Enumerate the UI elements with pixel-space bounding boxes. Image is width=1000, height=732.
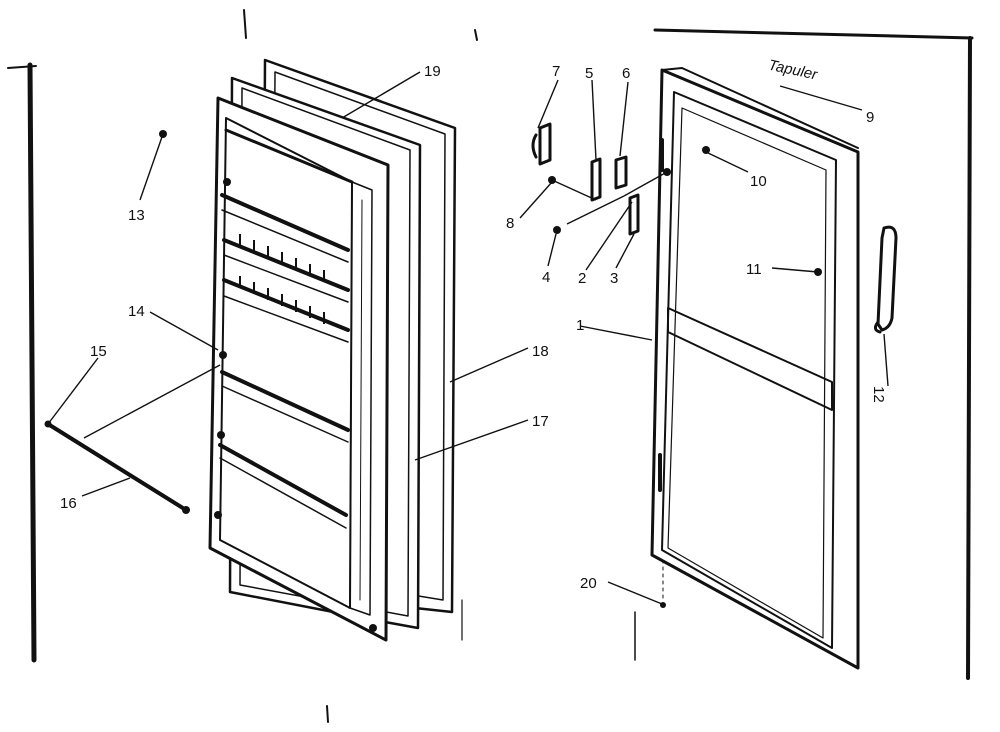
callout-labels: 1 2 3 4 5 6 7 8 9 10 11 12 13 14 15 16 1… xyxy=(60,57,887,592)
callout-6: 6 xyxy=(622,65,630,82)
callout-2: 2 xyxy=(578,270,586,287)
callout-3: 3 xyxy=(610,270,618,287)
door-handle xyxy=(873,225,898,334)
callout-5: 5 xyxy=(585,65,593,82)
callout-17: 17 xyxy=(532,413,549,430)
callout-14: 14 xyxy=(128,303,145,320)
callout-19: 19 xyxy=(424,63,441,80)
hinge-parts xyxy=(531,122,671,236)
outer-door-frame xyxy=(650,67,860,670)
callout-7: 7 xyxy=(552,63,560,80)
callout-20: 20 xyxy=(580,575,597,592)
callout-10: 10 xyxy=(750,173,767,190)
scan-edge-marks xyxy=(7,9,974,723)
screw-13 xyxy=(139,130,167,201)
callout-13: 13 xyxy=(128,207,145,224)
callout-16: 16 xyxy=(60,495,77,512)
callout-leaders-left xyxy=(47,71,529,497)
callout-18: 18 xyxy=(532,343,549,360)
screw-10 xyxy=(702,146,710,154)
callout-9: 9 xyxy=(866,109,874,126)
callout-4: 4 xyxy=(542,269,550,286)
handwritten-note: Tapuler xyxy=(767,57,820,84)
callout-11: 11 xyxy=(746,261,762,278)
callout-leaders-right xyxy=(519,79,889,605)
callout-8: 8 xyxy=(506,215,514,232)
inner-door-liner xyxy=(208,96,390,642)
callout-1: 1 xyxy=(576,317,584,334)
callout-15: 15 xyxy=(90,343,107,360)
callout-12: 12 xyxy=(870,386,887,403)
